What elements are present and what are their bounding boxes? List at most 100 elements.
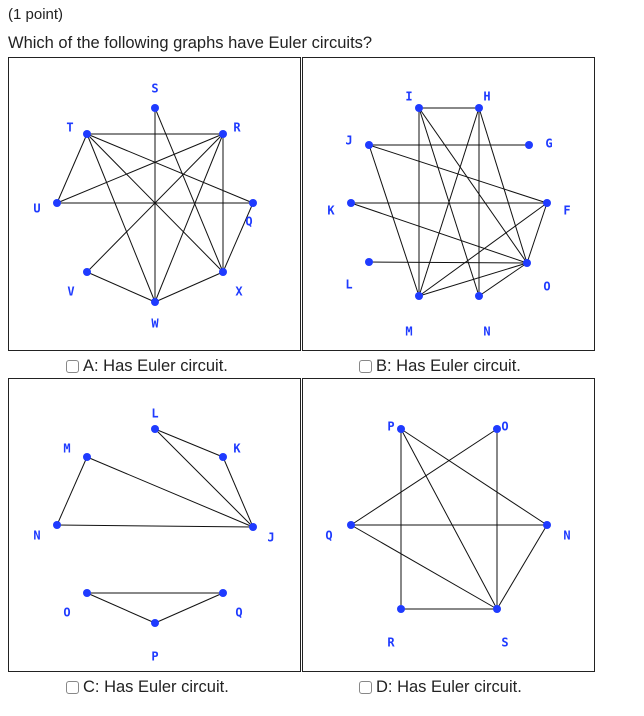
graph-d-label-o: O: [501, 420, 508, 434]
graph-a-label-v: V: [67, 285, 74, 299]
graph-a-vertex-s: [151, 104, 159, 112]
graph-b-edge-i-o: [418, 107, 528, 264]
graph-a-vertex-q: [249, 199, 257, 207]
graph-b-vertex-l: [365, 258, 373, 266]
graph-c-label-o: O: [63, 606, 70, 620]
graph-b-vertex-h: [475, 104, 483, 112]
graph-b-label-g: G: [545, 137, 552, 151]
graph-a-edge-t-w: [86, 133, 156, 303]
graph-d-vertex-n: [543, 521, 551, 529]
graph-d-vertex-q: [347, 521, 355, 529]
graph-a-label-q: Q: [245, 215, 252, 229]
graph-c-edge-m-j: [86, 456, 254, 528]
graph-a-vertex-t: [83, 130, 91, 138]
graph-a-edge-s-x: [154, 107, 224, 273]
points-label: (1 point): [8, 6, 64, 23]
graph-a-label-w: W: [151, 317, 159, 331]
graph-a-edge-v-w: [86, 271, 156, 303]
graph-b-vertex-n: [475, 292, 483, 300]
graph-a-vertex-u: [53, 199, 61, 207]
graph-b-edge-j-f: [368, 144, 548, 204]
graph-b-label-h: H: [483, 90, 490, 104]
graph-a-edge-u-t: [56, 133, 88, 204]
graph-d-edge-q-s: [350, 524, 498, 610]
graph-a-edge-x-q: [222, 202, 254, 273]
graph-b-vertex-m: [415, 292, 423, 300]
graph-d-vertex-r: [397, 605, 405, 613]
graph-a-label-s: S: [151, 82, 158, 96]
graph-c-vertex-k: [219, 453, 227, 461]
option-b-label: B: Has Euler circuit.: [376, 357, 521, 375]
graph-a-vertex-w: [151, 298, 159, 306]
graph-b-edge-h-m: [418, 107, 480, 297]
graph-c-label-n: N: [33, 529, 40, 543]
graph-d-edge-p-n: [400, 428, 548, 526]
graph-b-edge-n-o: [478, 262, 528, 297]
graph-b-edge-k-o: [350, 202, 528, 264]
graph-b-vertex-j: [365, 141, 373, 149]
graph-b-vertex-i: [415, 104, 423, 112]
graph-c-edge-o-p: [86, 592, 156, 624]
graph-a-vertex-r: [219, 130, 227, 138]
graph-c-edge-k-j: [222, 456, 254, 528]
option-b-checkbox[interactable]: [359, 360, 372, 373]
graph-d-label-r: R: [387, 636, 395, 650]
option-d-label: D: Has Euler circuit.: [376, 678, 522, 696]
option-d-checkbox[interactable]: [359, 681, 372, 694]
graph-c-label-p: P: [151, 650, 158, 664]
graph-c-vertex-q: [219, 589, 227, 597]
option-c[interactable]: C: Has Euler circuit.: [66, 678, 229, 697]
graph-c-vertex-n: [53, 521, 61, 529]
graph-b-edge-h-o: [478, 107, 528, 264]
graph-a-vertex-v: [83, 268, 91, 276]
option-a-checkbox[interactable]: [66, 360, 79, 373]
graph-b-label-j: J: [345, 134, 352, 148]
graph-c-edge-l-j: [154, 428, 254, 528]
graph-b-vertex-f: [543, 199, 551, 207]
graph-d-edge-n-s: [496, 524, 548, 610]
graph-b-vertex-o: [523, 259, 531, 267]
graph-a-label-x: X: [235, 285, 243, 299]
graph-c-edge-n-j: [56, 524, 254, 528]
graph-c-edge-m-n: [56, 456, 88, 526]
graph-a-label-r: R: [233, 121, 241, 135]
graph-d-label-s: S: [501, 636, 508, 650]
graph-b-edge-f-o: [526, 202, 548, 264]
graph-d-vertex-o: [493, 425, 501, 433]
graph-d-vertex-p: [397, 425, 405, 433]
graph-b-edge-m-f: [418, 202, 548, 297]
graph-d-label-p: P: [387, 420, 394, 434]
graph-b-label-k: K: [327, 204, 335, 218]
graph-b-label-o: O: [543, 280, 550, 294]
graph-c-label-j: J: [267, 531, 274, 545]
option-c-label: C: Has Euler circuit.: [83, 678, 229, 696]
graph-b-label-i: I: [405, 90, 412, 104]
graph-b-label-l: L: [345, 278, 352, 292]
option-d[interactable]: D: Has Euler circuit.: [359, 678, 522, 697]
graph-a-label-u: U: [33, 202, 40, 216]
graph-c-edge-p-q: [154, 592, 224, 624]
graph-c-vertex-j: [249, 523, 257, 531]
graph-b-edge-j-m: [368, 144, 420, 297]
graph-b-label-n: N: [483, 325, 490, 339]
option-b[interactable]: B: Has Euler circuit.: [359, 357, 521, 376]
option-a[interactable]: A: Has Euler circuit.: [66, 357, 228, 376]
graph-c-vertex-m: [83, 453, 91, 461]
graph-a-edge-r-w: [154, 133, 224, 303]
graph-b-label-m: M: [405, 325, 412, 339]
graph-b-edge-m-o: [418, 262, 528, 297]
graph-d-label-n: N: [563, 529, 570, 543]
option-c-checkbox[interactable]: [66, 681, 79, 694]
question-text: Which of the following graphs have Euler…: [8, 34, 373, 52]
option-a-label: A: Has Euler circuit.: [83, 357, 228, 375]
graph-c-vertex-l: [151, 425, 159, 433]
graph-a-edge-w-x: [154, 271, 224, 303]
